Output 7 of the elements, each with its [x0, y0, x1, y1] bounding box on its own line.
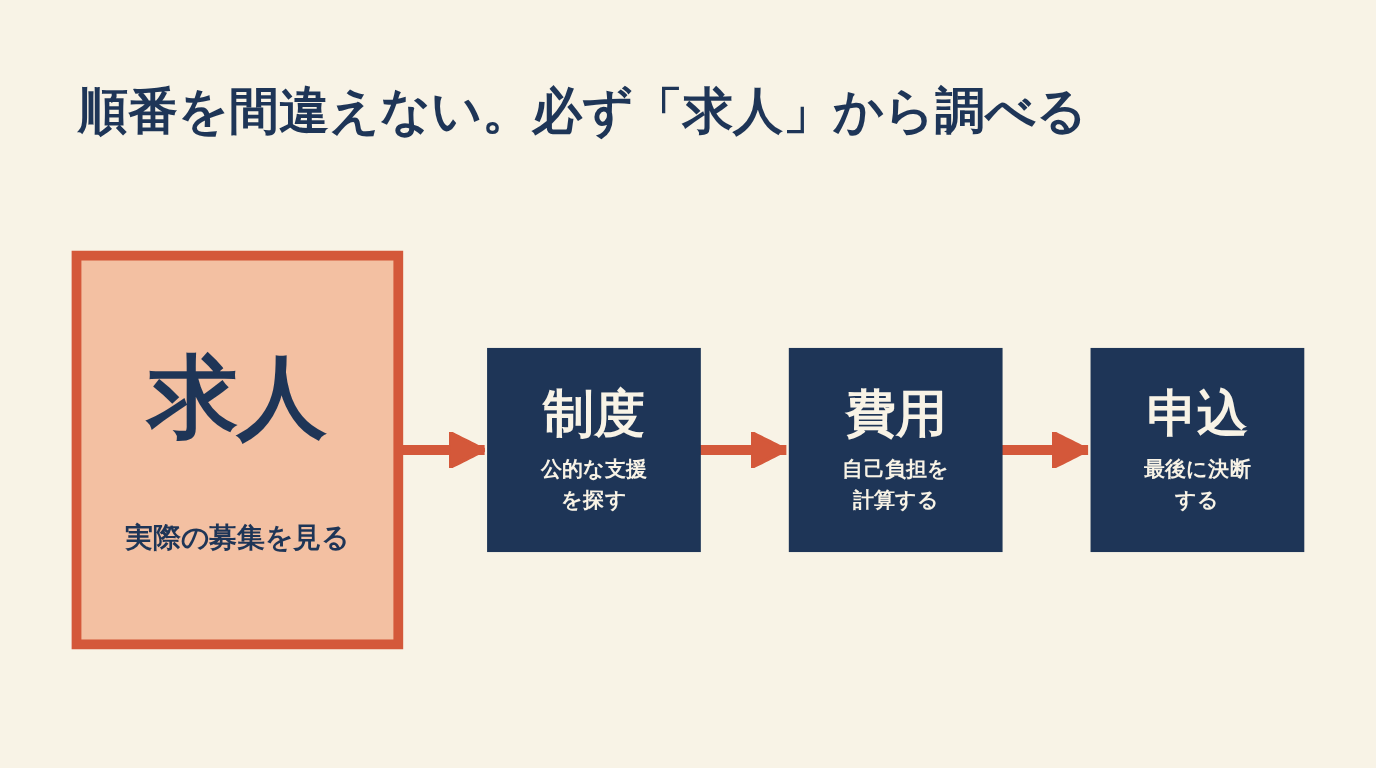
- arrow: [1001, 430, 1090, 470]
- node-box: 制度 公的な支援を探す: [487, 347, 701, 553]
- title: 順番を間違えない。必ず「求人」から調べる: [78, 81, 1087, 142]
- node-box: 求人 実際の募集を見る: [71, 250, 404, 650]
- node-box: 申込 最後に決断する: [1090, 347, 1305, 553]
- node-box: 費用 自己負担を計算する: [788, 347, 1003, 553]
- arrow: [700, 430, 789, 470]
